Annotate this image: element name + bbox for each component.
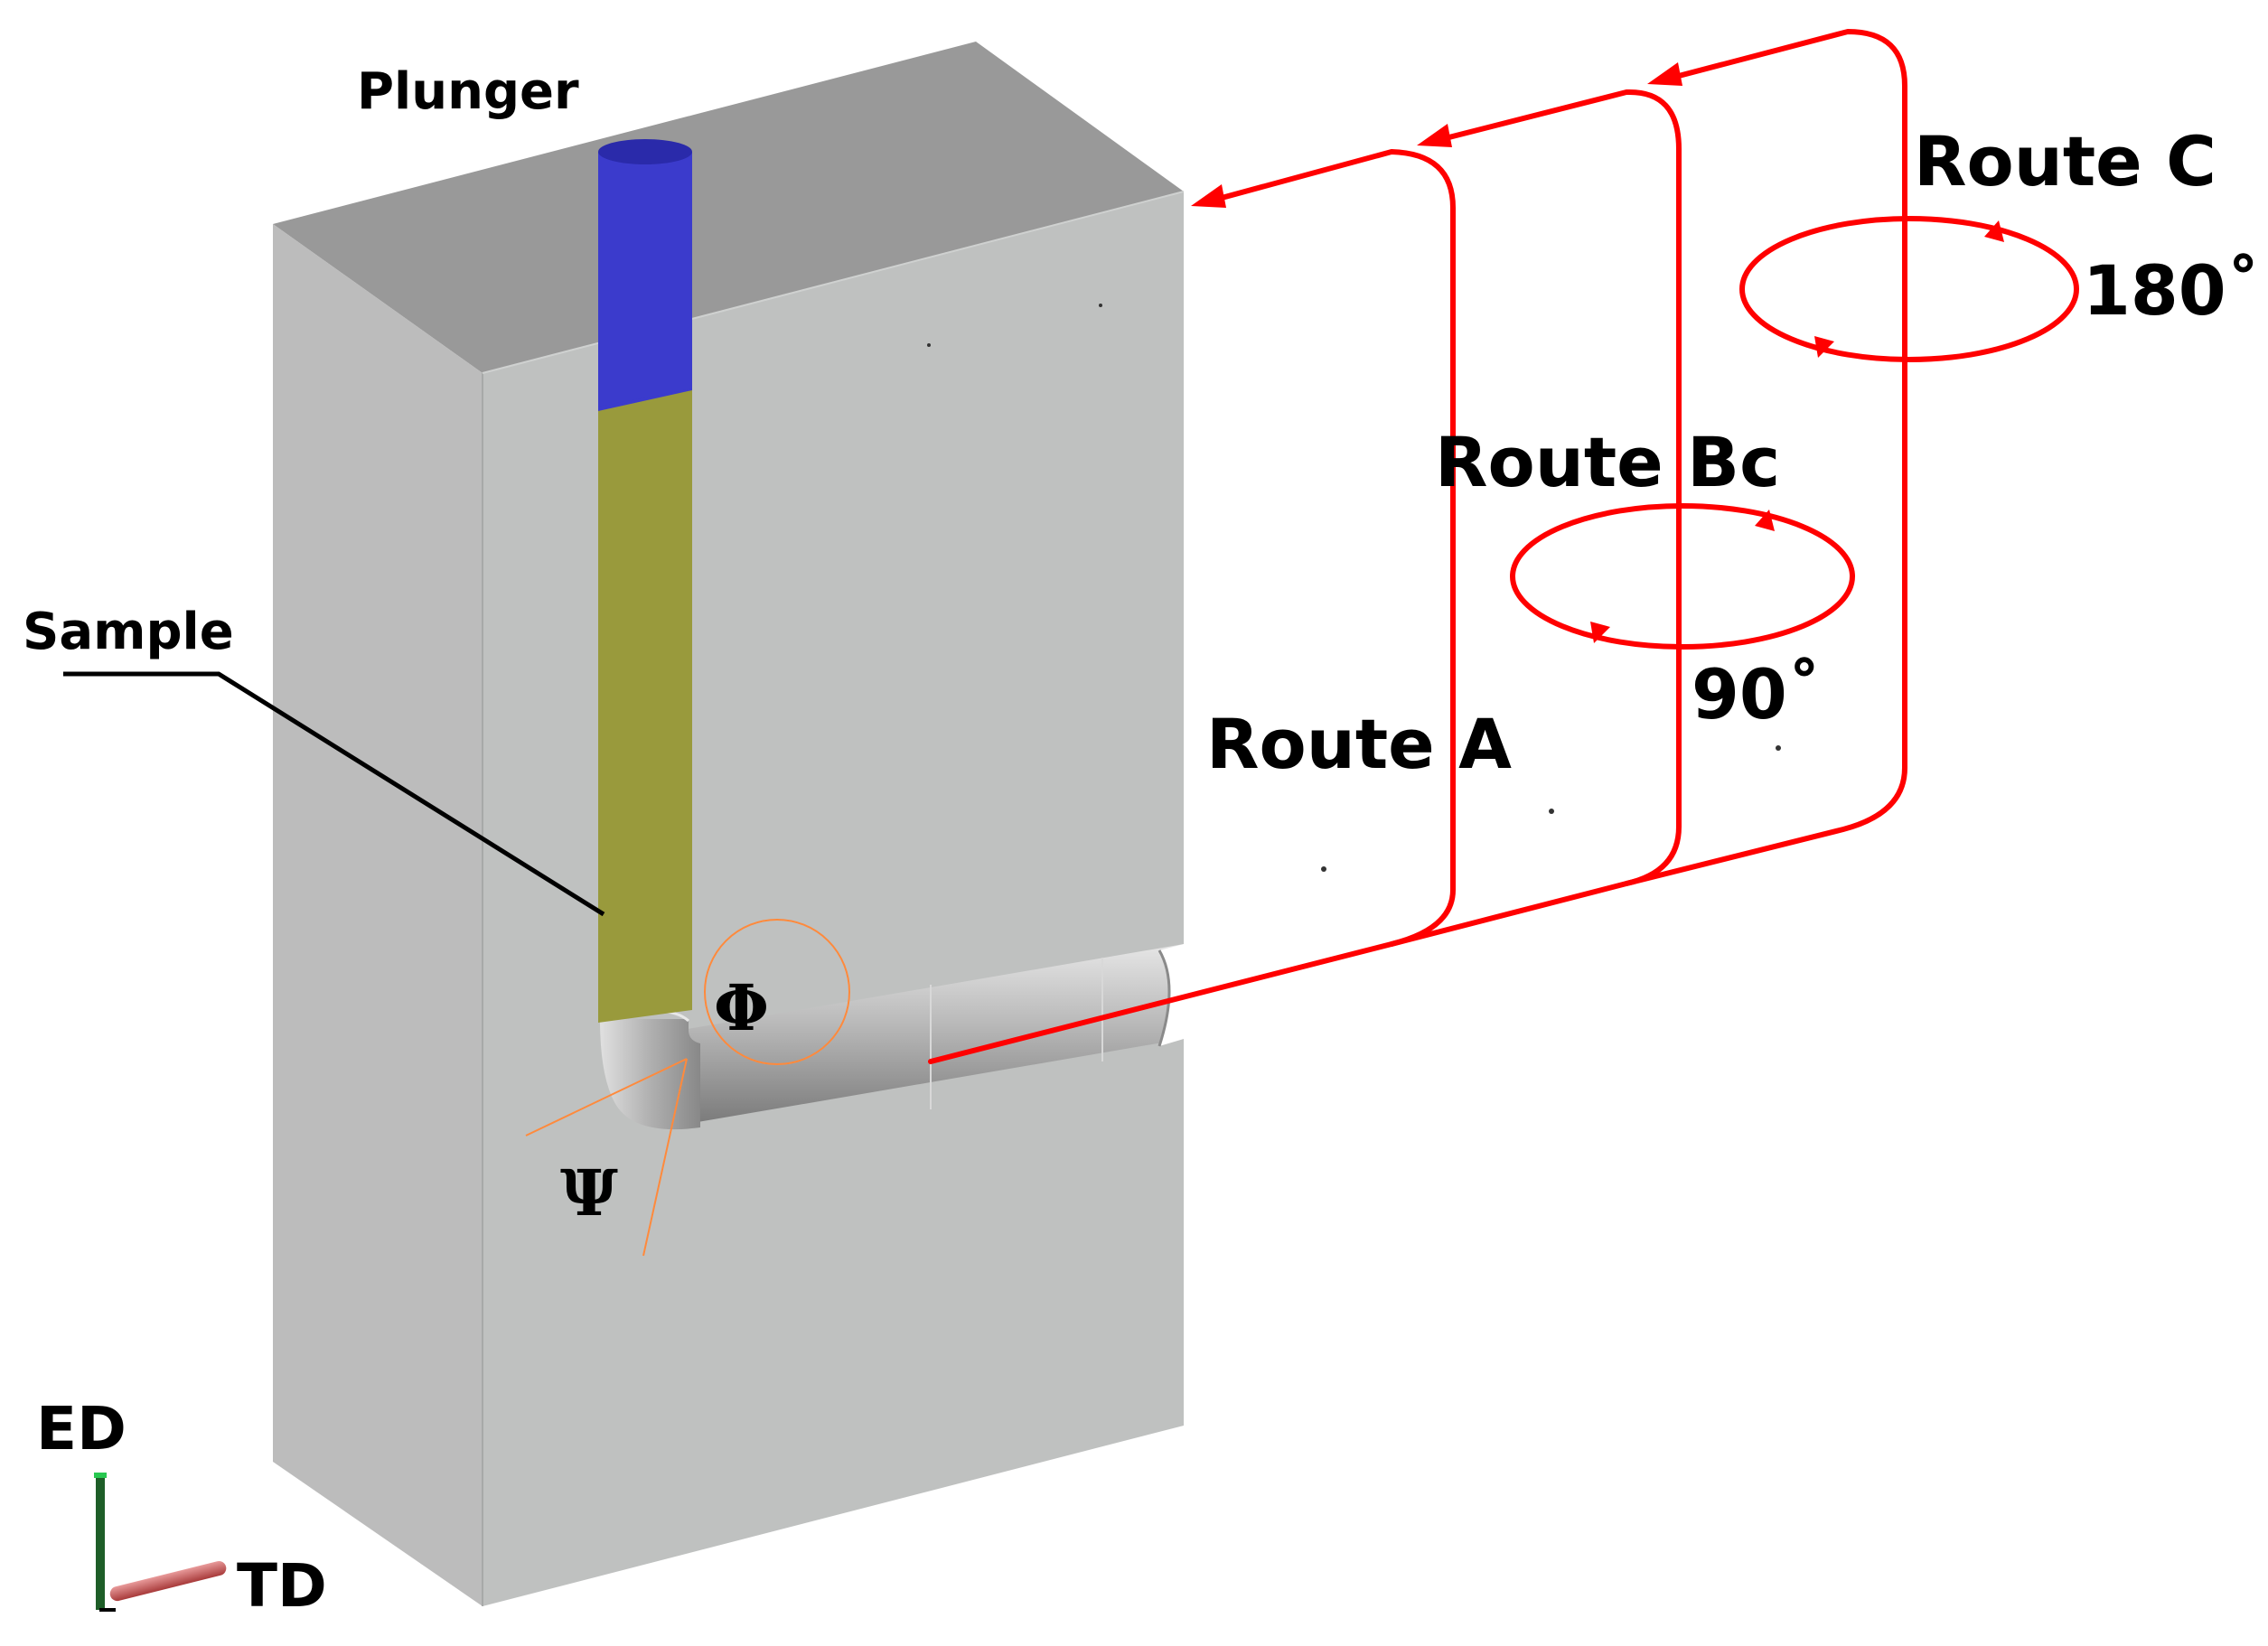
route-c-path xyxy=(1624,29,1907,886)
scatter-dots xyxy=(927,304,1781,872)
ed-axis-bar xyxy=(96,1474,105,1610)
plunger-label: Plunger xyxy=(357,62,579,121)
sample xyxy=(598,390,692,1023)
psi-line-2 xyxy=(642,1058,688,1257)
route-bc-label: Route Bc xyxy=(1435,422,1780,502)
exit-channel xyxy=(682,944,1184,1125)
phi-arc xyxy=(704,919,850,1065)
route-a-path xyxy=(1199,149,1456,947)
phi-label: Φ xyxy=(714,970,769,1045)
route-bc-arrowhead xyxy=(1417,124,1452,147)
route-bc-path xyxy=(1389,89,1682,947)
axis-indicator: ED TD xyxy=(36,1394,327,1621)
rotation-bc-ellipse xyxy=(1510,503,1855,650)
angle-marks xyxy=(525,919,850,1257)
psi-line-1 xyxy=(525,1058,688,1136)
plunger xyxy=(598,139,692,416)
die-top-face xyxy=(273,42,1184,373)
rotation-bc-arrow-icon-2 xyxy=(1590,622,1610,643)
ed-axis-label: ED xyxy=(36,1394,127,1464)
die-block xyxy=(273,42,1185,1606)
rotation-bc-arrow-icon xyxy=(1755,510,1775,531)
rotation-bc-angle-label: 90˚ xyxy=(1692,654,1822,734)
route-arrows xyxy=(928,29,2079,1064)
die-side-face xyxy=(273,224,483,1606)
td-axis-bar xyxy=(109,1561,227,1602)
rotation-c-angle-label: 180˚ xyxy=(2083,250,2261,331)
rotation-c-ellipse xyxy=(1739,216,2079,362)
route-c-arrowhead xyxy=(1647,62,1682,86)
td-axis-label: TD xyxy=(237,1551,327,1621)
sample-leader-line xyxy=(63,671,605,917)
route-a-arrowhead xyxy=(1191,184,1226,208)
rotation-c-arrow-icon-2 xyxy=(1814,336,1834,358)
arrowheads xyxy=(1191,62,2004,643)
sample-label: Sample xyxy=(23,603,234,661)
die-front-face xyxy=(483,192,1184,1606)
exit-arrow-line xyxy=(928,941,1394,1064)
psi-label: Ψ xyxy=(560,1155,618,1230)
route-a-label: Route A xyxy=(1206,704,1512,784)
rotation-c-arrow-icon xyxy=(1984,220,2004,242)
route-c-label: Route C xyxy=(1914,121,2216,201)
